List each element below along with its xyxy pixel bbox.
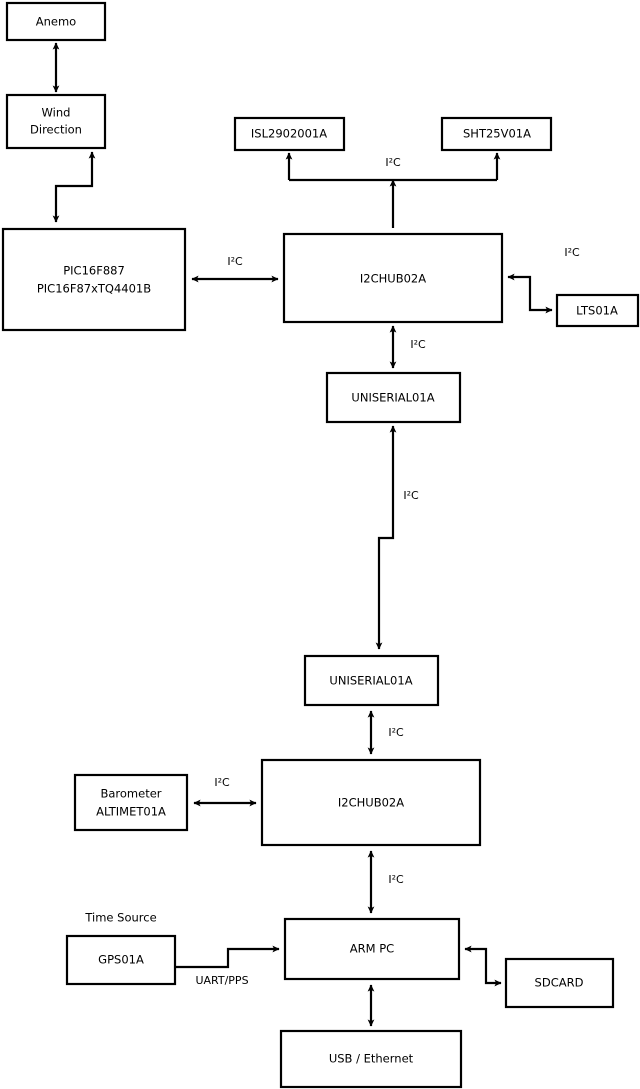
node-uniserial01a-top-label: UNISERIAL01A	[351, 391, 434, 405]
node-isl2902001a[interactable]: ISL2902001A	[233, 116, 346, 152]
node-anemo-box[interactable]	[5, 1, 107, 42]
node-pic-mcu-box[interactable]	[1, 227, 187, 332]
node-isl2902001a-box[interactable]	[233, 116, 346, 152]
node-i2chub02a-bottom[interactable]: I2CHUB02A	[260, 758, 482, 847]
node-i2chub02a-top[interactable]: I2CHUB02A	[282, 232, 504, 324]
node-sht25v01a-box[interactable]	[440, 116, 553, 152]
node-i2chub02a-bottom-label: I2CHUB02A	[338, 796, 404, 810]
edge-label-uart-pps: UART/PPS	[195, 974, 248, 987]
edge-label-i2c-sensors-top: I²C	[385, 156, 401, 169]
edge-label-i2c-hub2-armpc: I²C	[388, 873, 404, 886]
node-uniserial01a-bottom[interactable]: UNISERIAL01A	[303, 654, 440, 707]
node-usb-ethernet-label: USB / Ethernet	[329, 1052, 414, 1066]
edge-label-i2c-uniserial-hub2: I²C	[388, 726, 404, 739]
node-uniserial01a-top[interactable]: UNISERIAL01A	[325, 371, 462, 424]
node-sdcard-label: SDCARD	[535, 976, 584, 990]
edge-label-i2c-hub-uniserial: I²C	[410, 338, 426, 351]
node-anemo[interactable]: Anemo	[5, 1, 107, 42]
node-barometer-label-line2: ALTIMET01A	[96, 805, 166, 819]
node-uniserial01a-bottom-label: UNISERIAL01A	[329, 674, 412, 688]
node-isl2902001a-label: ISL2902001A	[251, 127, 327, 141]
node-i2chub02a-top-box[interactable]	[282, 232, 504, 324]
node-i2chub02a-bottom-box[interactable]	[260, 758, 482, 847]
node-anemo-label: Anemo	[36, 15, 76, 29]
node-wind-direction-label-line2: Direction	[30, 123, 82, 137]
edge-wind-pic	[52, 151, 96, 223]
node-uniserial01a-bottom-box[interactable]	[303, 654, 440, 707]
node-arm-pc[interactable]: ARM PC	[283, 917, 461, 981]
node-uniserial01a-top-box[interactable]	[325, 371, 462, 424]
node-sdcard[interactable]: SDCARD	[504, 957, 615, 1009]
node-sdcard-box[interactable]	[504, 957, 615, 1009]
edge-uniserial-link	[375, 425, 397, 650]
node-gps01a[interactable]: GPS01A	[65, 934, 177, 986]
edge-label-i2c-baro-hub2: I²C	[214, 776, 230, 789]
node-gps01a-label: GPS01A	[98, 953, 144, 967]
node-wind-direction[interactable]: Wind Direction	[5, 93, 107, 150]
node-arm-pc-box[interactable]	[283, 917, 461, 981]
node-barometer-label-line1: Barometer	[100, 787, 161, 801]
node-pic-mcu-label-line2: PIC16F87xTQ4401B	[37, 282, 151, 296]
node-lts01a-box[interactable]	[555, 293, 640, 328]
node-sht25v01a-label: SHT25V01A	[463, 127, 531, 141]
edge-hub-lts	[507, 273, 553, 314]
edge-armpc-sdcard	[464, 945, 502, 987]
node-lts01a[interactable]: LTS01A	[555, 293, 640, 328]
edge-label-i2c-hub-lts: I²C	[564, 246, 580, 259]
node-arm-pc-label: ARM PC	[350, 942, 394, 956]
node-wind-direction-box[interactable]	[5, 93, 107, 150]
node-i2chub02a-top-label: I2CHUB02A	[360, 272, 426, 286]
node-sht25v01a[interactable]: SHT25V01A	[440, 116, 553, 152]
edge-gps-armpc	[175, 945, 280, 969]
node-barometer-altimet01a[interactable]: Barometer ALTIMET01A	[73, 773, 189, 832]
node-pic-mcu-label-line1: PIC16F887	[63, 264, 125, 278]
node-lts01a-label: LTS01A	[576, 304, 618, 318]
node-usb-ethernet[interactable]: USB / Ethernet	[279, 1029, 463, 1089]
node-wind-direction-label-line1: Wind	[42, 106, 71, 120]
node-pic-mcu[interactable]: PIC16F887 PIC16F87xTQ4401B	[1, 227, 187, 332]
node-barometer-altimet01a-box[interactable]	[73, 773, 189, 832]
edge-label-i2c-uniserial-link: I²C	[403, 489, 419, 502]
label-time-source: Time Source	[84, 911, 156, 925]
node-usb-ethernet-box[interactable]	[279, 1029, 463, 1089]
node-gps01a-box[interactable]	[65, 934, 177, 986]
edge-label-i2c-pic-hub: I²C	[227, 255, 243, 268]
